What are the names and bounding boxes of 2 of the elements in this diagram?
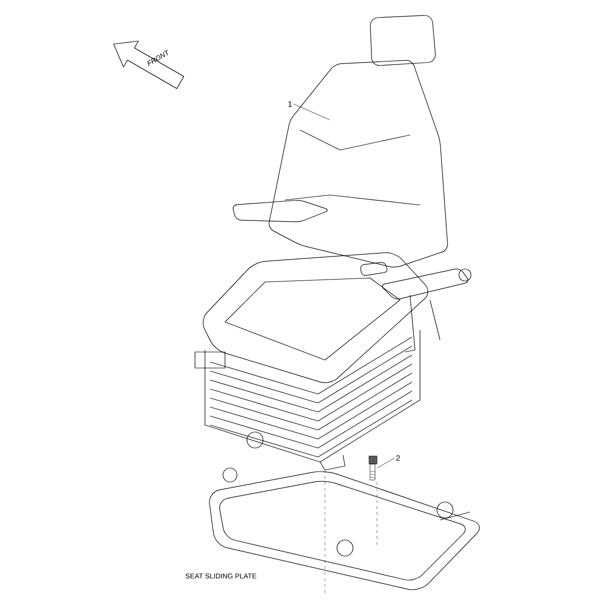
leader-line (377, 458, 395, 468)
leader-line (293, 104, 330, 120)
